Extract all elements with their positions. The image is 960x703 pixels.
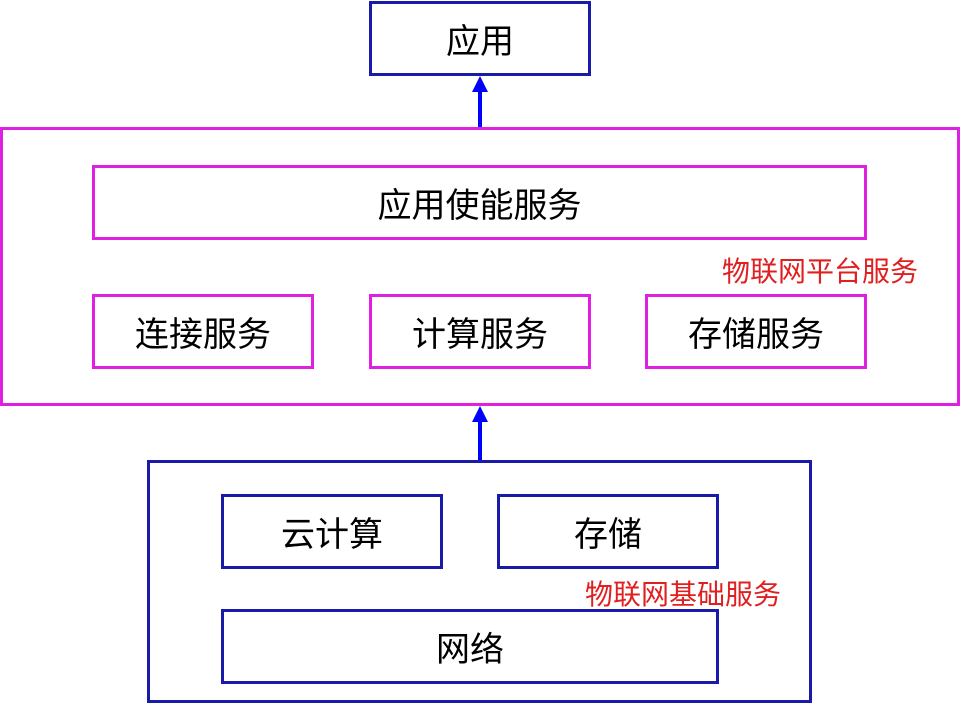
infrastructure-services-caption: 物联网基础服务 [585,578,782,611]
application-enablement-label: 应用使能服务 [377,186,582,226]
app-label: 应用 [446,22,514,62]
network-label: 网络 [436,630,504,670]
application-enablement-box: 应用使能服务 [92,165,867,240]
compute-service-box: 计算服务 [369,294,591,369]
storage-service-box: 存储服务 [645,294,867,369]
storage-service-label: 存储服务 [688,315,824,355]
network-box: 网络 [221,609,719,684]
storage-box: 存储 [497,494,719,569]
cloud-compute-box: 云计算 [221,494,443,569]
platform-services-container [0,127,960,406]
storage-label: 存储 [574,515,642,555]
platform-services-caption: 物联网平台服务 [722,255,919,288]
connection-service-label: 连接服务 [135,315,271,355]
connection-service-box: 连接服务 [92,294,314,369]
compute-service-label: 计算服务 [412,315,548,355]
cloud-compute-label: 云计算 [281,515,383,555]
app-box: 应用 [369,1,591,76]
infrastructure-services-container [147,460,812,703]
